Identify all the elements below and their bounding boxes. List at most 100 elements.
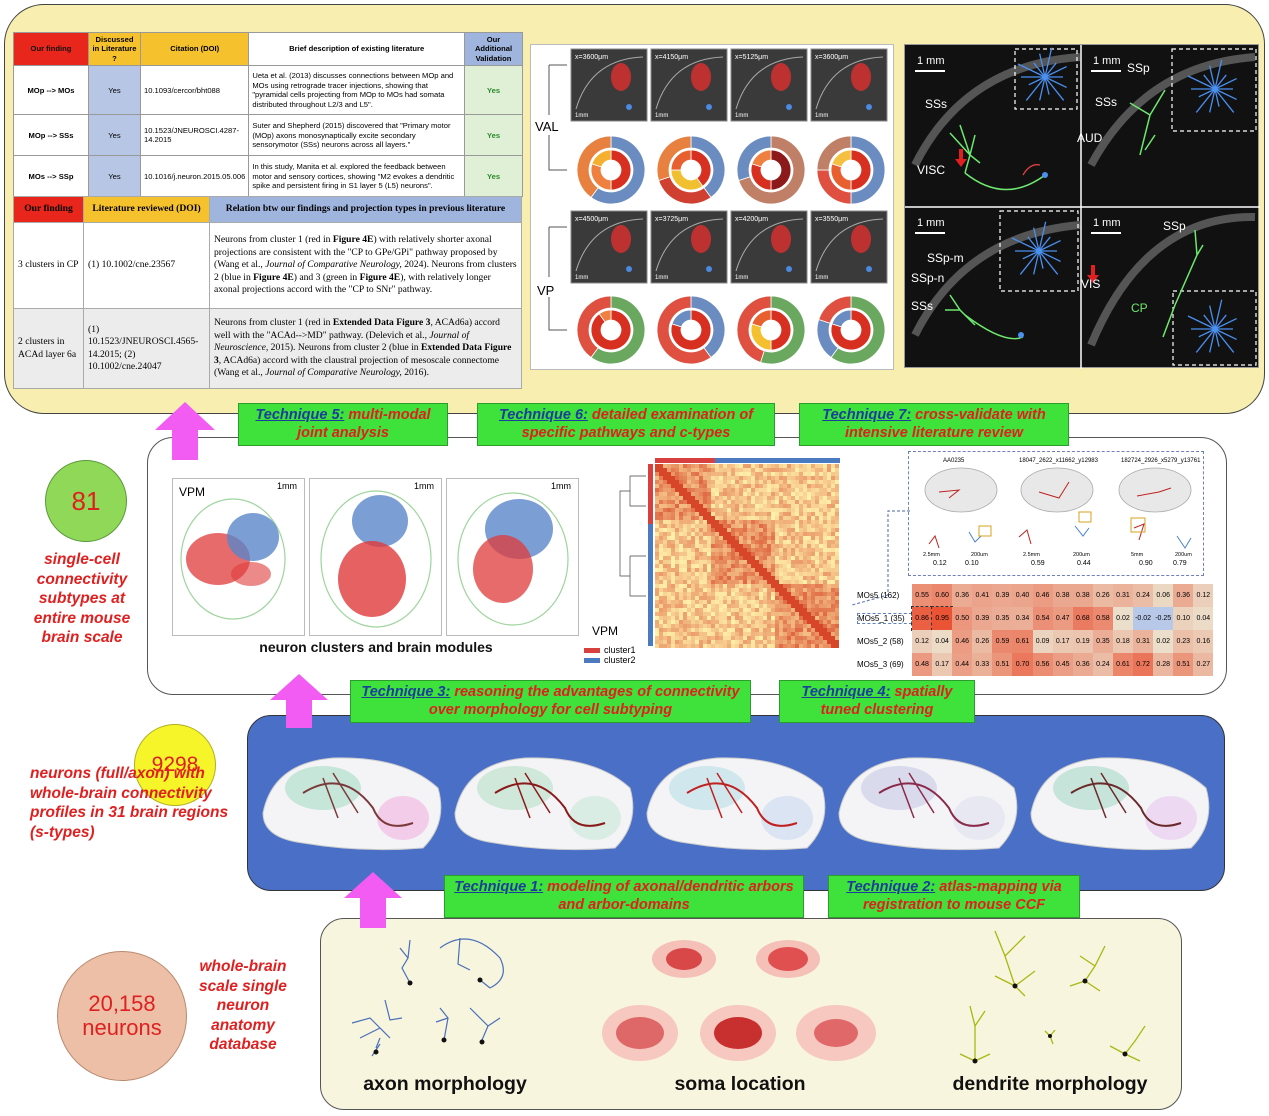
correlation-cell: 0.26 — [1092, 584, 1113, 607]
region-label: SSp — [1127, 61, 1150, 75]
dashed-connector — [851, 510, 910, 606]
correlation-cell: 0.55 — [912, 584, 933, 607]
vpm-label: VPM — [179, 485, 206, 499]
donut-chart — [656, 135, 726, 205]
technique-5-box: Technique 5: multi-modal joint analysis — [238, 403, 448, 446]
correlation-cell: 0.56 — [1032, 653, 1053, 676]
relation-text: Neurons from cluster 1 (red in Extended … — [209, 308, 522, 389]
correlation-cell: 0.45 — [1052, 653, 1073, 676]
up-arrow-icon — [344, 872, 402, 928]
t1-header-finding: Our finding — [13, 31, 89, 67]
brain-3d — [454, 757, 634, 851]
correlation-cell: 0.18 — [1112, 630, 1134, 653]
row-label-val: VAL — [535, 119, 559, 134]
correlation-cell: 0.40 — [1012, 584, 1033, 607]
neuron-comparison-box: AA0235 18047_2622_x11662_y12983 182724_2… — [908, 451, 1204, 576]
correlation-cell: 0.36 — [1072, 653, 1093, 676]
slice-x-label: x=4500μm — [575, 216, 608, 223]
correlation-cell: 0.24 — [1092, 653, 1113, 676]
slice-x-label: x=3550μm — [815, 216, 848, 223]
correlation-cell: 0.28 — [1153, 653, 1174, 676]
t2-header-relation: Relation btw our findings and projection… — [209, 196, 522, 223]
correlation-cell: 0.10 — [1173, 607, 1194, 630]
brain-3d — [838, 757, 1018, 851]
correlation-cell: 0.06 — [1153, 584, 1174, 607]
donut-chart — [736, 135, 806, 205]
neuron-id: AA0235 — [943, 458, 965, 464]
technique-6-box: Technique 6: detailed examination of spe… — [477, 403, 775, 446]
brain-3d — [646, 757, 826, 851]
table-row: 3 clusters in CP (1) 10.1002/cne.23567 N… — [13, 222, 522, 309]
region-label: SSp-n — [911, 271, 945, 285]
scale-label: 1mm — [735, 275, 748, 281]
region-label: VISC — [917, 163, 946, 177]
scale-label: 200um — [1073, 552, 1090, 558]
correlation-cell: 0.46 — [952, 630, 973, 653]
scale-label: 1 mm — [1093, 217, 1121, 229]
correlation-cell: 0.50 — [952, 607, 973, 630]
brain-slice: x=3725μm 1mm — [650, 210, 728, 284]
correlation-cell: 0.51 — [1173, 653, 1194, 676]
correlation-heatmap: VPM cluster1 cluster2 — [584, 456, 845, 681]
table-row: MOp --> MOs Yes 10.1093/cercor/bht088 Ue… — [13, 65, 523, 116]
slice-x-label: x=3600μm — [575, 54, 608, 61]
correlation-cell: 0.68 — [1072, 607, 1093, 630]
slice-x-label: x=3725μm — [655, 216, 688, 223]
correlation-cell: 0.39 — [992, 584, 1013, 607]
correlation-cell: 0.17 — [932, 653, 953, 676]
correlation-cell: 0.31 — [1133, 630, 1154, 653]
correlation-cell: 0.48 — [912, 653, 933, 676]
correlation-cell: 0.60 — [932, 584, 953, 607]
slice-x-label: x=5125μm — [735, 54, 768, 61]
t1-header-citation: Citation (DOI) — [139, 31, 250, 67]
legend-item: cluster1 — [584, 645, 636, 655]
scale-label: 1 mm — [1093, 55, 1121, 67]
neuron-value: 0.44 — [1077, 560, 1091, 567]
t1-header-desc: Brief description of existing literature — [248, 31, 465, 67]
morphology-graphics — [905, 45, 1260, 369]
correlation-cell: 0.26 — [972, 630, 993, 653]
correlation-cell: 0.61 — [1012, 630, 1033, 653]
neuron-value: 0.90 — [1139, 560, 1153, 567]
scale-label: 1mm — [655, 275, 668, 281]
donut-chart — [576, 135, 646, 205]
technique-7-box: Technique 7: cross-validate with intensi… — [799, 403, 1069, 446]
relation-text: Neurons from cluster 1 (red in Figure 4E… — [209, 222, 522, 309]
correlation-cell: -0.25 — [1153, 607, 1174, 630]
stat-circle-9298: 9298 — [134, 724, 216, 806]
morphology-panel: 1 mm 1 mm 1 mm 1 mm SSs VISC SSp SSs AUD… — [904, 44, 1260, 369]
correlation-cell: 0.24 — [1133, 584, 1154, 607]
scale-label: 1mm — [655, 113, 668, 119]
correlation-cell: 0.61 — [1112, 653, 1134, 676]
correlation-cell: 0.58 — [1092, 607, 1113, 630]
row-label-vp: VP — [537, 283, 555, 298]
table-row: MOp --> SSs Yes 10.1523/JNEUROSCI.4287-1… — [13, 114, 523, 157]
t1-header-discussed: Discussed in Literature ? — [88, 31, 141, 67]
scale-label: 1mm — [735, 113, 748, 119]
donut-chart — [816, 135, 886, 205]
scale-label: 1mm — [575, 275, 588, 281]
stat-label-20158: whole-brain scale single neuron anatomy … — [199, 958, 287, 1053]
scale-label: 2.5mm — [923, 552, 940, 558]
technique-1-box: Technique 1: modeling of axonal/dendriti… — [444, 875, 804, 918]
correlation-cell: 0.36 — [1173, 584, 1194, 607]
literature-table-2: Our finding Literature reviewed (DOI) Re… — [13, 196, 522, 389]
stat-label-9298: neurons (full/axon) with whole-brain con… — [30, 765, 229, 841]
correlation-cell: 0.34 — [1012, 607, 1033, 630]
correlation-cell: 0.51 — [992, 653, 1013, 676]
correlation-cell: 0.54 — [1032, 607, 1053, 630]
soma-location-image — [602, 940, 876, 1061]
correlation-cell: 0.59 — [992, 630, 1013, 653]
scale-label: 1mm — [815, 113, 828, 119]
scale-label: 5mm — [1131, 552, 1144, 558]
row-label: MOs5_1 (35) — [857, 613, 912, 624]
t2-header-lit: Literature reviewed (DOI) — [83, 196, 210, 223]
region-label: CP — [1131, 301, 1148, 315]
